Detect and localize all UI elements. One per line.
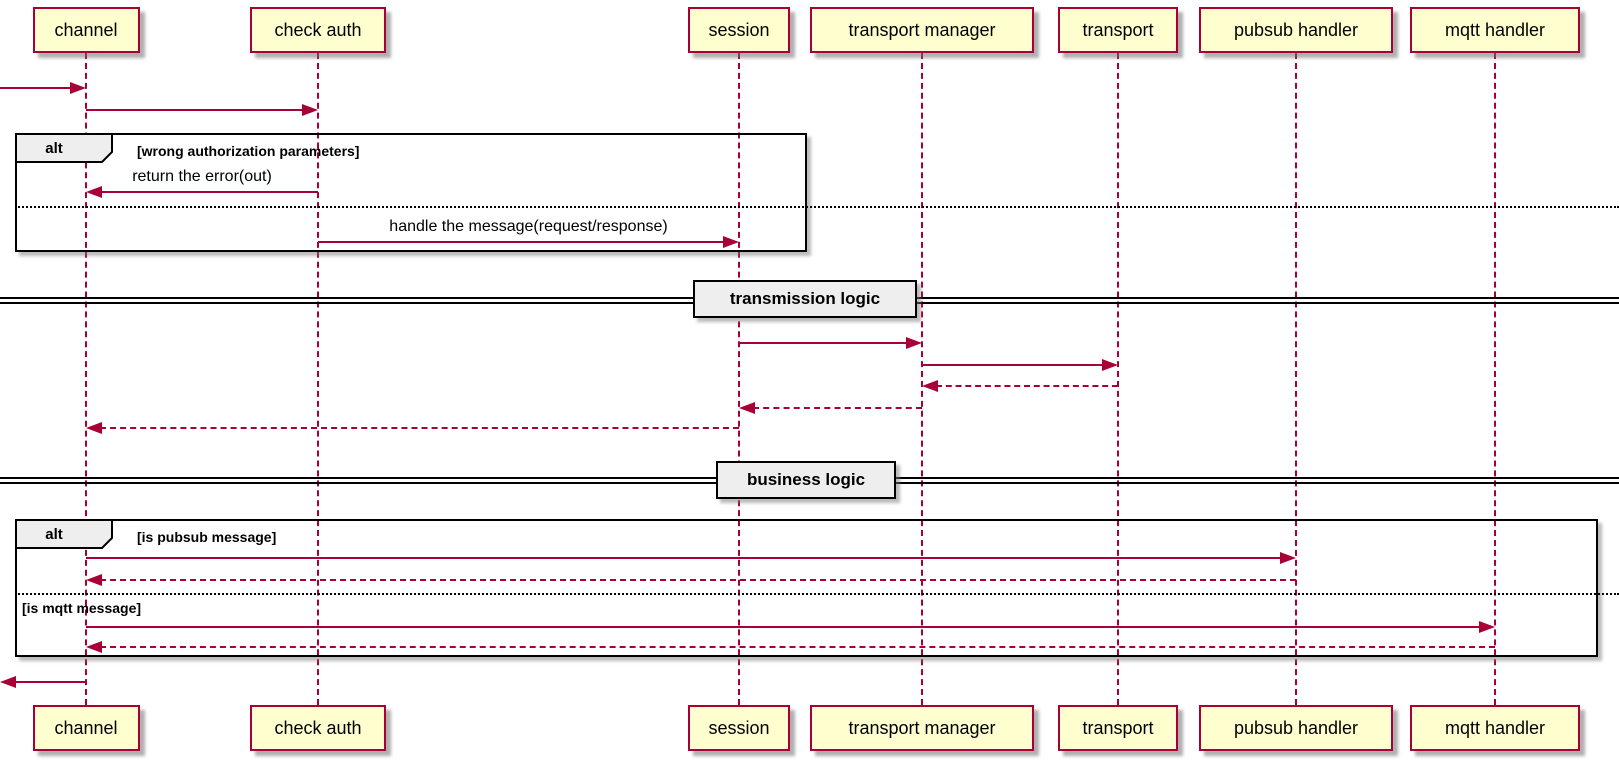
message-arrow-line-5 (922, 364, 1104, 366)
participant-transport-manager-bottom: transport manager (810, 705, 1034, 751)
message-arrow-line-6 (936, 385, 1118, 387)
message-arrow-line-3 (318, 241, 725, 243)
message-arrowhead-4 (906, 337, 922, 349)
lifeline-pubsub-handler (1295, 53, 1297, 705)
message-arrow-line-12 (100, 646, 1495, 648)
message-arrow-line-8 (100, 427, 739, 429)
participant-mqtt-handler-top: mqtt handler (1410, 7, 1580, 53)
message-arrowhead-7 (739, 402, 755, 414)
alt-frame-tab-icon (15, 133, 113, 163)
alt-condition-is-pubsub: [is pubsub message] (137, 529, 277, 545)
alt-condition-wrong-auth: [wrong authorization parameters] (137, 143, 360, 159)
participant-check-auth-bottom: check auth (250, 705, 386, 751)
message-arrowhead-11 (1479, 621, 1495, 633)
participant-mqtt-handler-bottom: mqtt handler (1410, 705, 1580, 751)
lifeline-check-auth (317, 53, 319, 705)
message-arrow-line-13 (14, 681, 86, 683)
message-arrowhead-9 (1280, 552, 1296, 564)
alt-else-separator-2 (15, 593, 1619, 595)
alt-frame-message-routing: alt [is pubsub message] [is mqtt message… (15, 519, 1598, 657)
message-arrowhead-1 (302, 104, 318, 116)
alt-else-separator-1 (15, 206, 1619, 208)
message-arrowhead-0 (70, 82, 86, 94)
divider-business-logic: business logic (716, 461, 896, 499)
divider-transmission-logic: transmission logic (693, 280, 917, 318)
message-arrowhead-6 (922, 380, 938, 392)
divider-label: business logic (746, 470, 866, 489)
alt-frame-authorization: alt [wrong authorization parameters] (15, 133, 807, 252)
message-label-2: return the error(out) (132, 168, 272, 185)
message-arrow-line-1 (86, 109, 304, 111)
message-arrow-line-7 (753, 407, 922, 409)
message-label-3: handle the message(request/response) (389, 218, 668, 235)
divider-label: transmission logic (729, 289, 881, 308)
message-arrow-line-9 (86, 557, 1282, 559)
message-arrowhead-8 (86, 422, 102, 434)
lifeline-session (738, 53, 740, 705)
participant-check-auth-top: check auth (250, 7, 386, 53)
message-arrowhead-12 (86, 641, 102, 653)
alt-keyword: alt (45, 526, 63, 543)
message-arrowhead-10 (86, 574, 102, 586)
alt-frame-tab-icon (15, 519, 113, 549)
participant-transport-top: transport (1058, 7, 1178, 53)
message-arrow-line-10 (100, 579, 1296, 581)
lifeline-transport-manager (921, 53, 923, 705)
participant-pubsub-handler-top: pubsub handler (1199, 7, 1393, 53)
alt-keyword: alt (45, 140, 63, 157)
message-arrowhead-5 (1102, 359, 1118, 371)
participant-channel-top: channel (32, 7, 140, 53)
message-arrowhead-3 (723, 236, 739, 248)
participant-channel-bottom: channel (32, 705, 140, 751)
message-arrowhead-2 (86, 186, 102, 198)
message-arrow-line-2 (100, 191, 318, 193)
participant-transport-manager-top: transport manager (810, 7, 1034, 53)
lifeline-transport (1117, 53, 1119, 705)
message-arrow-line-0 (0, 87, 72, 89)
participant-session-top: session (688, 7, 790, 53)
message-arrowhead-13 (0, 676, 16, 688)
lifeline-channel (85, 53, 87, 705)
message-arrow-line-4 (739, 342, 908, 344)
participant-transport-bottom: transport (1058, 705, 1178, 751)
message-arrow-line-11 (86, 626, 1481, 628)
lifeline-mqtt-handler (1494, 53, 1496, 705)
participant-session-bottom: session (688, 705, 790, 751)
participant-pubsub-handler-bottom: pubsub handler (1199, 705, 1393, 751)
alt-condition-is-mqtt: [is mqtt message] (22, 600, 142, 616)
